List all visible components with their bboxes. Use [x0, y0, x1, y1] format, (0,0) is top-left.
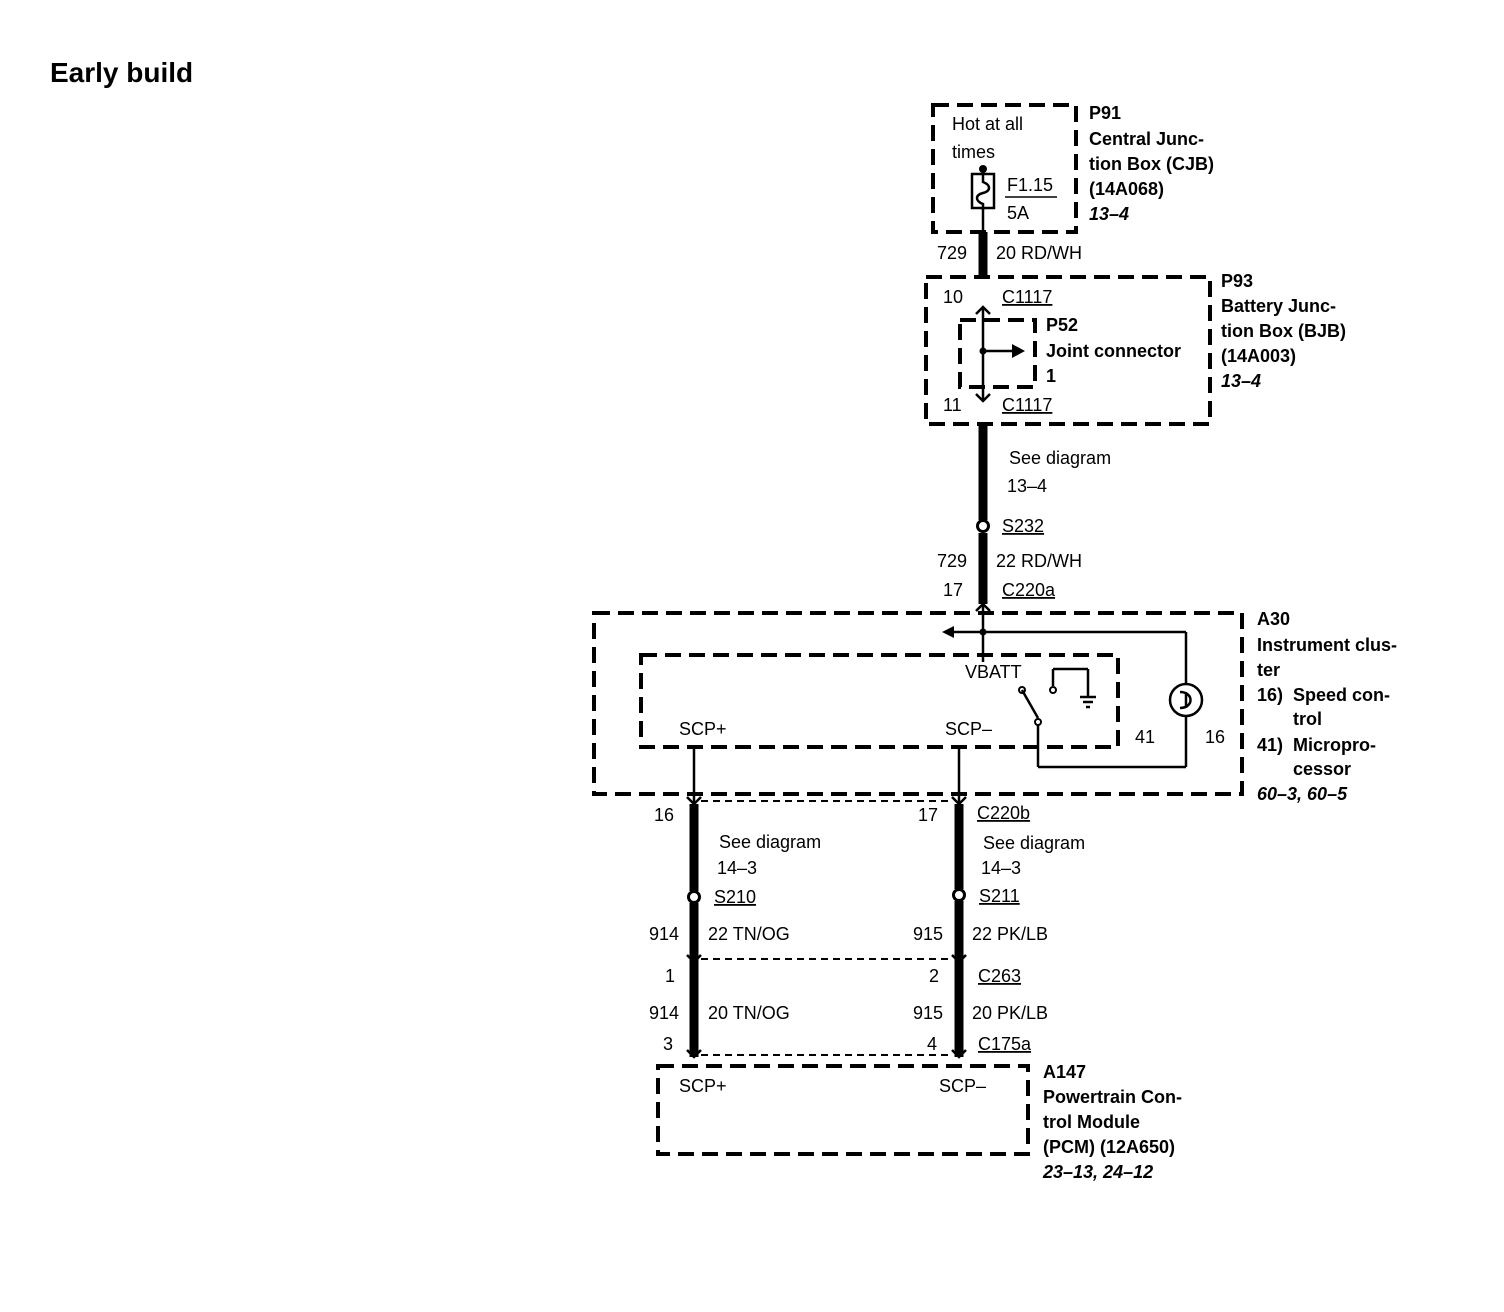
a147-pcm-box [656, 1064, 1030, 1156]
wire-l2-spec: 20 TN/OG [708, 1003, 790, 1023]
c220b-pin-right: 17 [918, 805, 938, 825]
label-16: 16 [1205, 727, 1225, 747]
a30-scp-minus: SCP– [945, 719, 992, 739]
c263-right-connector [951, 954, 967, 964]
wire-mid-circuit: 729 [937, 551, 967, 571]
p52-name: Joint connector [1046, 341, 1181, 361]
a147-name-3: (PCM) (12A650) [1043, 1137, 1175, 1157]
a30-ref: 60–3, 60–5 [1257, 784, 1348, 804]
a30-scp-plus: SCP+ [679, 719, 727, 739]
a147-name-1: Powertrain Con- [1043, 1087, 1182, 1107]
c220a-pin: 17 [943, 580, 963, 600]
p93-conn-top: C1117 [1002, 287, 1052, 307]
p91-name-1: Central Junc- [1089, 129, 1204, 149]
speed-control-lamp-filament [1179, 690, 1192, 710]
p91-hot-node [979, 165, 987, 173]
splice-s210-label: S210 [714, 887, 756, 907]
p91-id: P91 [1089, 103, 1121, 123]
p93-name-1: Battery Junc- [1221, 296, 1336, 316]
a30-item-41-line-1: Micropro- [1293, 735, 1376, 755]
fuse-id: F1.15 [1007, 175, 1053, 195]
a30-item-41-num: 41) [1257, 735, 1283, 755]
a147-ref: 23–13, 24–12 [1042, 1162, 1153, 1182]
page-title: Early build [50, 57, 193, 88]
a30-feed-arrow-icon [942, 626, 954, 638]
wire-l2-circuit: 914 [649, 1003, 679, 1023]
a30-item-16-line-2: trol [1293, 709, 1322, 729]
see-diagram-1-line-1: See diagram [1009, 448, 1111, 468]
wire-r2-spec: 20 PK/LB [972, 1003, 1048, 1023]
wire-l1-spec: 22 TN/OG [708, 924, 790, 944]
p93-ref: 13–4 [1221, 371, 1261, 391]
switch-contact-bottom [1034, 718, 1042, 726]
p91-part: (14A068) [1089, 179, 1164, 199]
a147-name-2: trol Module [1043, 1112, 1140, 1132]
splice-s210-icon [687, 890, 701, 904]
transistor-switch-arm [1020, 689, 1040, 719]
c220b-label: C220b [977, 803, 1030, 823]
p93-name-2: tion Box (BJB) [1221, 321, 1346, 341]
c263-pin-right: 2 [929, 966, 939, 986]
p91-cjb-box [931, 103, 1078, 234]
c263-label: C263 [978, 966, 1021, 986]
see-diagram-1-line-2: 13–4 [1007, 476, 1047, 496]
p52-box [958, 318, 1037, 389]
p52-pin: 1 [1046, 366, 1056, 386]
see-diagram-2-line-2: 14–3 [717, 858, 757, 878]
wire-r1-spec: 22 PK/LB [972, 924, 1048, 944]
wire-top-circuit: 729 [937, 243, 967, 263]
p91-name-2: tion Box (CJB) [1089, 154, 1214, 174]
see-diagram-2-line-1: See diagram [719, 832, 821, 852]
c220a-label: C220a [1002, 580, 1056, 600]
ground-node [1049, 686, 1057, 694]
a30-item-41-line-2: cessor [1293, 759, 1351, 779]
fuse-element [975, 172, 991, 210]
p91-hot-line-1: Hot at all [952, 114, 1023, 134]
vbatt-label: VBATT [965, 662, 1022, 682]
a147-id: A147 [1043, 1062, 1086, 1082]
a30-cluster-box [592, 611, 1244, 796]
p91-ref: 13–4 [1089, 204, 1129, 224]
p52-id: P52 [1046, 315, 1078, 335]
p93-pin-bottom: 11 [943, 395, 962, 415]
see-diagram-3-line-2: 14–3 [981, 858, 1021, 878]
a30-item-16-line-1: Speed con- [1293, 685, 1390, 705]
c263-left-connector [686, 954, 702, 964]
splice-s232-label: S232 [1002, 516, 1044, 536]
label-41: 41 [1135, 727, 1155, 747]
a30-id: A30 [1257, 609, 1290, 629]
c175a-left-connector [686, 1049, 702, 1059]
p52-arrow-icon [1012, 344, 1025, 358]
p93-id: P93 [1221, 271, 1253, 291]
a30-microprocessor-box [639, 653, 1120, 749]
p93-conn-bottom: C1117 [1002, 395, 1052, 415]
c175a-pin-right: 4 [927, 1034, 937, 1054]
wire-top-spec: 20 RD/WH [996, 243, 1082, 263]
wire-r2-circuit: 915 [913, 1003, 943, 1023]
wire-mid-spec: 22 RD/WH [996, 551, 1082, 571]
c220b-pin-left: 16 [654, 805, 674, 825]
p91-hot-line-2: times [952, 142, 995, 162]
p93-part: (14A003) [1221, 346, 1296, 366]
splice-s232-icon [976, 519, 990, 533]
c1117-bottom-connector [975, 393, 991, 403]
fuse-rating: 5A [1007, 203, 1029, 223]
c175a-label: C175a [978, 1034, 1032, 1054]
c175a-right-connector [951, 1049, 967, 1059]
splice-s211-label: S211 [979, 886, 1020, 906]
a30-name-1: Instrument clus- [1257, 635, 1397, 655]
splice-s211-icon [952, 888, 966, 902]
a147-scp-plus: SCP+ [679, 1076, 727, 1096]
wire-l1-circuit: 914 [649, 924, 679, 944]
wire-r1-circuit: 915 [913, 924, 943, 944]
a30-item-16-num: 16) [1257, 685, 1283, 705]
a147-scp-minus: SCP– [939, 1076, 986, 1096]
p93-pin-top: 10 [943, 287, 963, 307]
a30-name-2: ter [1257, 660, 1280, 680]
c175a-pin-left: 3 [663, 1034, 673, 1054]
c263-pin-left: 1 [665, 966, 675, 986]
see-diagram-3-line-1: See diagram [983, 833, 1085, 853]
